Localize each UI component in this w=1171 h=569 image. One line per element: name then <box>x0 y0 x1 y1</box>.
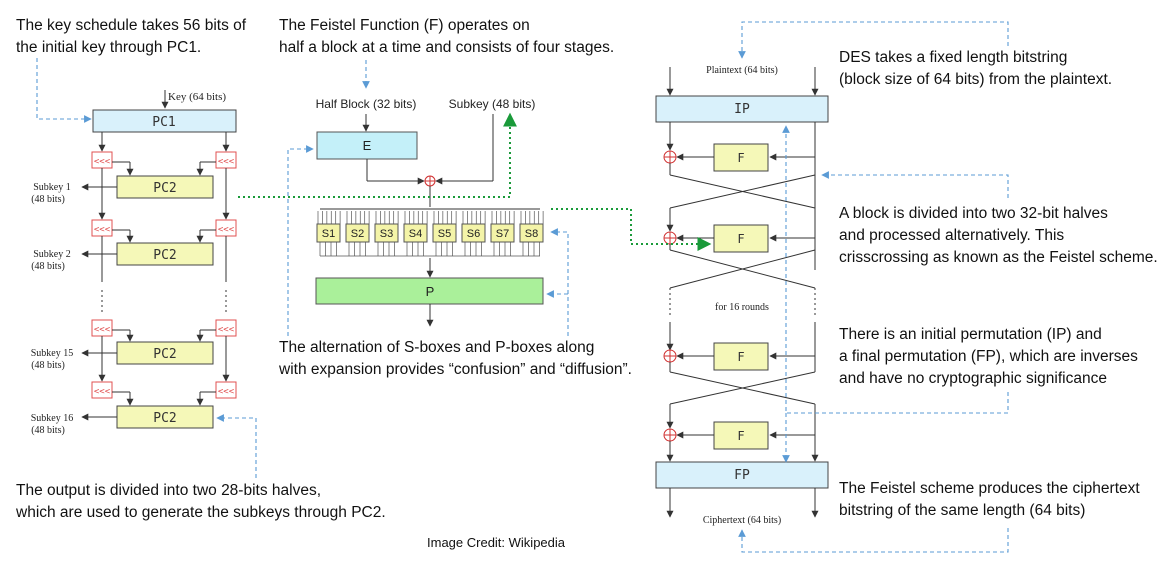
ip-label: IP <box>734 102 750 117</box>
key-schedule-note: The key schedule takes 56 bits of the in… <box>16 17 247 56</box>
ip-box <box>655 95 829 123</box>
sbox-2-label: S2 <box>351 228 364 240</box>
key-input-label: Key (64 bits) <box>168 91 226 103</box>
ciphertext-label: Ciphertext (64 bits) <box>703 515 781 526</box>
sbox-1-label: S1 <box>322 228 335 240</box>
sbox-4-label: S4 <box>409 228 422 240</box>
subkey-2-label: Subkey 2 <box>33 249 71 260</box>
shift-box <box>91 381 113 399</box>
sbox-pbox-note: The alternation of S-boxes and P-boxes a… <box>279 339 632 378</box>
shift-label: <<< <box>218 325 235 335</box>
image-credit: Image Credit: Wikipedia <box>427 535 565 550</box>
expansion-box <box>316 131 418 160</box>
des-input-note: DES takes a fixed length bitstring (bloc… <box>839 49 1113 88</box>
sbox-7 <box>490 223 515 243</box>
pc2-label: PC2 <box>153 347 176 362</box>
f-box <box>713 421 769 450</box>
rounds-label: for 16 rounds <box>715 302 769 313</box>
f-label: F <box>737 151 744 165</box>
f-box <box>713 342 769 371</box>
shift-label: <<< <box>94 387 111 397</box>
f-label: F <box>737 232 744 246</box>
shift-label: <<< <box>94 225 111 235</box>
subkey-16-label: Subkey 16 <box>31 413 74 424</box>
feistel-function: Half Block (32 bits) Subkey (48 bits) E … <box>315 97 544 327</box>
pc2-label: PC2 <box>153 181 176 196</box>
output-split-note: The output is divided into two 28-bits h… <box>16 482 386 521</box>
sbox-4 <box>403 223 428 243</box>
subkey-input-label: Subkey (48 bits) <box>449 97 536 111</box>
shift-box <box>215 381 237 399</box>
permutation-box <box>315 277 544 305</box>
subkey-1-bits: (48 bits) <box>31 194 65 205</box>
sbox-5 <box>432 223 457 243</box>
half-block-label: Half Block (32 bits) <box>316 97 417 111</box>
f-label: F <box>737 350 744 364</box>
feistel-network: Plaintext (64 bits) IP F F for 16 ro <box>655 65 829 526</box>
fp-label: FP <box>734 468 750 483</box>
sbox-3 <box>374 223 399 243</box>
expansion-label: E <box>363 138 372 153</box>
sbox-6 <box>461 223 486 243</box>
sbox-6-label: S6 <box>467 228 480 240</box>
key-schedule: Key (64 bits) PC1 <<< <<< PC2 Subkey 1 (… <box>31 90 237 436</box>
sbox-1 <box>316 223 341 243</box>
sbox-input-wires <box>317 211 544 256</box>
shift-label: <<< <box>218 225 235 235</box>
sbox-8 <box>519 223 544 243</box>
subkey-15-bits: (48 bits) <box>31 360 65 371</box>
ciphertext-note: The Feistel scheme produces the cipherte… <box>839 480 1140 519</box>
shift-label: <<< <box>94 325 111 335</box>
subkey-1-label: Subkey 1 <box>33 182 71 193</box>
feistel-function-note: The Feistel Function (F) operates on hal… <box>279 17 615 56</box>
permutation-note: There is an initial permutation (IP) and… <box>839 326 1138 387</box>
f-label: F <box>737 429 744 443</box>
shift-label: <<< <box>94 157 111 167</box>
sbox-row: S1 S2 S3 S4 S5 S6 S7 S8 <box>316 223 544 243</box>
permutation-label: P <box>426 284 435 299</box>
f-box <box>713 143 769 172</box>
sbox-7-label: S7 <box>496 228 509 240</box>
shift-label: <<< <box>218 157 235 167</box>
shift-label: <<< <box>218 387 235 397</box>
sbox-3-label: S3 <box>380 228 393 240</box>
f-box <box>713 224 769 253</box>
sbox-2 <box>345 223 370 243</box>
pc1-box <box>92 109 237 133</box>
pc2-label: PC2 <box>153 411 176 426</box>
subkey-15-label: Subkey 15 <box>31 348 74 359</box>
halves-note: A block is divided into two 32-bit halve… <box>839 205 1158 266</box>
pc1-label: PC1 <box>152 115 175 130</box>
subkey-16-bits: (48 bits) <box>31 425 65 436</box>
subkey-2-bits: (48 bits) <box>31 261 65 272</box>
fp-box <box>655 461 829 489</box>
sbox-5-label: S5 <box>438 228 451 240</box>
sbox-8-label: S8 <box>525 228 538 240</box>
pc2-label: PC2 <box>153 248 176 263</box>
plaintext-label: Plaintext (64 bits) <box>706 65 778 76</box>
callout-connectors <box>36 21 1009 553</box>
